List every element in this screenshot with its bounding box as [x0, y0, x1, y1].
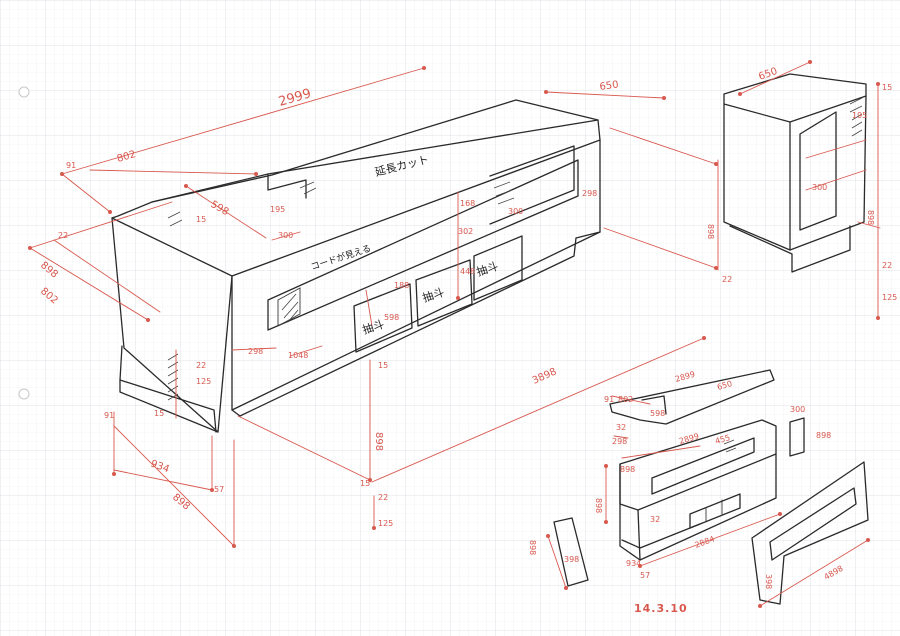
side-view-sketch: 650 15 195 300 898 22 125	[723, 60, 897, 320]
exp-dim-32: 32	[616, 423, 626, 432]
dim-drawer-188: 188	[394, 281, 409, 290]
dim-front-15: 15	[378, 361, 388, 370]
side-dim-195: 195	[852, 111, 867, 120]
exp-dim-898: 898	[620, 465, 635, 474]
dim-edge-left: 91	[66, 161, 76, 170]
binder-hole-middle	[18, 388, 30, 400]
dim-front-22: 22	[378, 493, 388, 502]
exp-dim-32b: 32	[650, 515, 660, 524]
exploded-view-sketch: 2899 650 91 802 598 32 298 2899 455 898 …	[528, 369, 870, 608]
dim-left-offset: 802	[116, 149, 137, 165]
dim-side-15: 15	[154, 409, 164, 418]
dim-slot-298: 298	[248, 347, 263, 356]
dim-lip-top: 15	[196, 215, 206, 224]
side-dim-15: 15	[882, 83, 892, 92]
dim-opening-302: 302	[458, 227, 473, 236]
dim-opening-168: 168	[460, 199, 475, 208]
dim-right-22: 22	[722, 275, 732, 284]
dim-right-300: 300	[508, 207, 523, 216]
dim-front-15b: 15	[360, 479, 370, 488]
dim-edge-22: 22	[58, 231, 68, 240]
exp-dim-57: 57	[640, 571, 650, 580]
dim-drawer-598: 598	[384, 313, 399, 322]
side-dim-125: 125	[882, 293, 897, 302]
exp-dim-455: 455	[714, 433, 731, 446]
main-cabinet-sketch	[111, 99, 601, 433]
drawer-label-3: 抽斗	[475, 259, 500, 279]
dim-plinth-125: 125	[196, 377, 211, 386]
dim-plinth-22: 22	[196, 361, 206, 370]
drawing-date: 14.3.10	[634, 602, 688, 615]
dim-base-57: 57	[214, 485, 224, 494]
dim-side-91: 91	[104, 411, 114, 420]
side-dim-300: 300	[812, 183, 827, 192]
dim-front-898: 898	[373, 432, 384, 451]
exp-dim-298: 298	[612, 437, 627, 446]
exp-dim-820: 898	[594, 498, 603, 513]
exp-dim-part-898: 898	[816, 431, 831, 440]
exp-dim-side-398: 398	[564, 555, 579, 564]
dim-slot-1048: 1048	[288, 351, 308, 360]
dim-panel-300: 300	[278, 231, 293, 240]
exp-dim-part-300: 300	[790, 405, 805, 414]
drawer-label-2: 抽斗	[421, 285, 446, 305]
exp-dim-914: 934	[626, 559, 641, 568]
dim-front-125: 125	[378, 519, 393, 528]
side-dim-22: 22	[882, 261, 892, 270]
dim-right-298: 298	[582, 189, 597, 198]
exp-dim-598: 598	[650, 409, 665, 418]
drawer-label-1: 抽斗	[361, 317, 386, 337]
main-dimension-lines	[28, 66, 719, 548]
exp-dim-back-398: 398	[764, 574, 773, 589]
exp-dim-91: 91	[604, 395, 614, 404]
dim-opening-448: 448	[460, 267, 475, 276]
exp-dim-650: 650	[716, 379, 733, 392]
side-dim-898: 898	[866, 210, 875, 225]
dim-right-898: 898	[706, 224, 715, 239]
exp-dim-side-898: 898	[528, 540, 537, 555]
binder-hole-top	[18, 86, 30, 98]
exp-dim-802: 802	[618, 395, 633, 404]
dim-depth-top: 650	[599, 79, 619, 93]
dim-cutout-depth: 195	[270, 205, 285, 214]
